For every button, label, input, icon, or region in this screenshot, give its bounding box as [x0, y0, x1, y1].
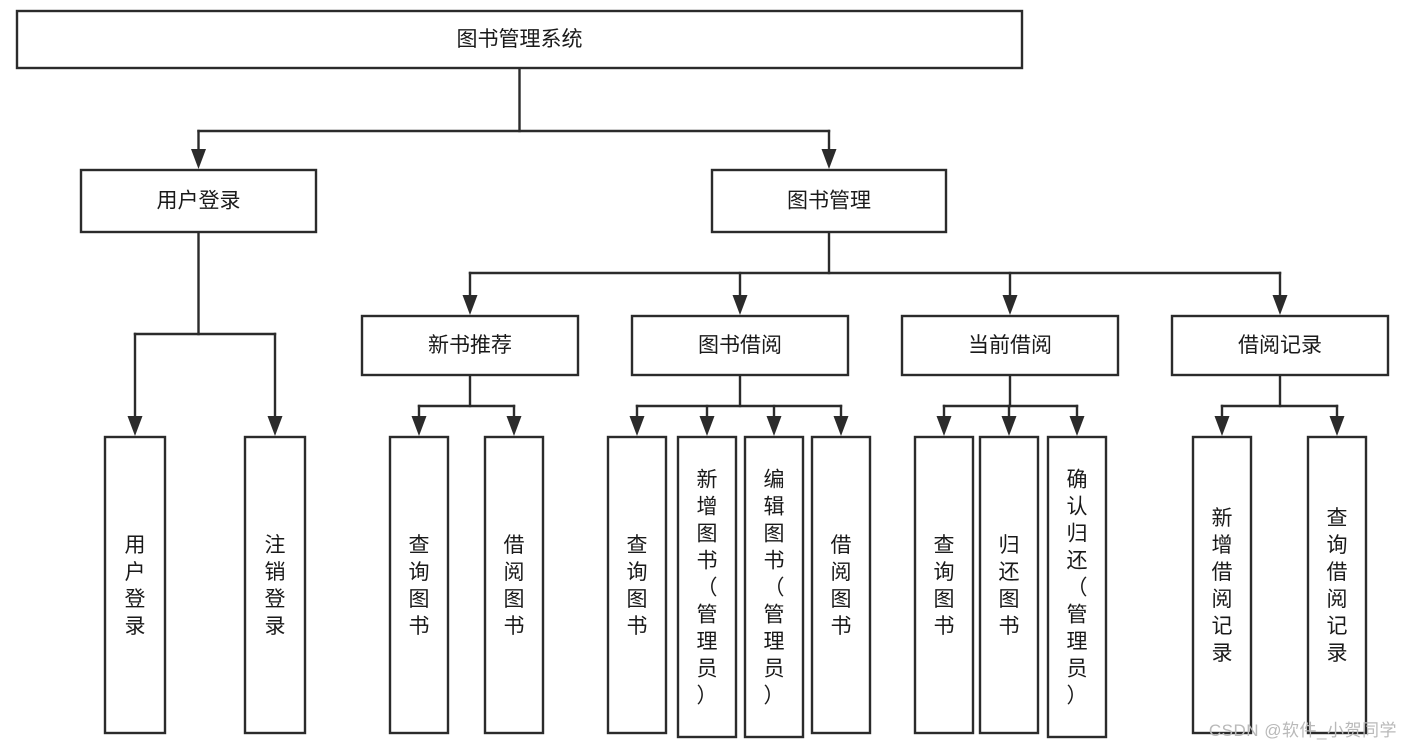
arrow-head-icon: [732, 295, 748, 315]
arrow-head-icon: [411, 416, 427, 436]
node-current-borrow[interactable]: 当前借阅: [900, 314, 1120, 377]
node-book-manage[interactable]: 图书管理: [710, 168, 948, 234]
node-box-new-book-recommend[interactable]: [360, 314, 580, 377]
arrow-head-icon: [1214, 416, 1230, 436]
arrow-head-icon: [1002, 295, 1018, 315]
arrow-head-icon: [127, 416, 143, 436]
node-book-borrow[interactable]: 图书借阅: [630, 314, 850, 377]
connector-group-user-login: [127, 230, 283, 436]
node-box-leaf-user-login[interactable]: [103, 435, 167, 735]
arrow-head-icon: [191, 149, 206, 169]
node-label-book-borrow: 图书借阅: [698, 334, 782, 357]
arrow-head-icon: [1272, 295, 1288, 315]
node-label-current-borrow: 当前借阅: [968, 334, 1052, 357]
arrow-head-icon: [821, 149, 837, 169]
node-leaf-add-book[interactable]: 新增图书（管理员）: [676, 435, 738, 739]
node-user-login[interactable]: 用户登录: [79, 168, 318, 234]
node-leaf-add-record[interactable]: 新增借阅记录: [1191, 435, 1253, 735]
arrow-head-icon: [699, 416, 715, 436]
arrow-head-icon: [267, 416, 283, 436]
node-leaf-query-record[interactable]: 查询借阅记录: [1306, 435, 1368, 735]
node-box-leaf-edit-book[interactable]: [743, 435, 805, 739]
node-box-leaf-add-book[interactable]: [676, 435, 738, 739]
watermark: CSDN @软件_小贺同学: [1208, 721, 1397, 740]
node-label-book-manage: 图书管理: [787, 190, 871, 213]
node-label-new-book-recommend: 新书推荐: [428, 334, 512, 357]
connector-group-root: [191, 66, 837, 169]
node-box-user-login[interactable]: [79, 168, 318, 234]
connector-group-book-borrow: [629, 373, 849, 436]
node-box-root[interactable]: [15, 9, 1024, 70]
node-box-leaf-query-book-2[interactable]: [606, 435, 668, 735]
node-box-leaf-query-record[interactable]: [1306, 435, 1368, 735]
node-label-leaf-query-record: 查询借阅记录: [1327, 507, 1348, 665]
arrow-head-icon: [1069, 416, 1085, 436]
node-label-leaf-user-logout: 注销登录: [265, 534, 286, 638]
node-leaf-borrow-book-1[interactable]: 借阅图书: [483, 435, 545, 735]
node-leaf-user-login[interactable]: 用户登录: [103, 435, 167, 735]
node-label-leaf-return-book: 归还图书: [999, 534, 1020, 638]
arrow-head-icon: [1001, 416, 1017, 436]
node-box-leaf-add-record[interactable]: [1191, 435, 1253, 735]
connector-group-new-book-recommend: [411, 373, 522, 436]
node-leaf-edit-book[interactable]: 编辑图书（管理员）: [743, 435, 805, 739]
node-box-leaf-confirm-return[interactable]: [1046, 435, 1108, 739]
node-label-leaf-confirm-return: 确认归还（管理员）: [1067, 469, 1088, 708]
arrow-head-icon: [629, 416, 645, 436]
node-new-book-recommend[interactable]: 新书推荐: [360, 314, 580, 377]
node-box-leaf-query-book-3[interactable]: [913, 435, 975, 735]
node-box-borrow-record[interactable]: [1170, 314, 1390, 377]
node-box-leaf-query-book-1[interactable]: [388, 435, 450, 735]
node-borrow-record[interactable]: 借阅记录: [1170, 314, 1390, 377]
arrow-head-icon: [1329, 416, 1345, 436]
node-label-leaf-add-book: 新增图书（管理员）: [697, 469, 718, 708]
arrow-head-icon: [766, 416, 782, 436]
connector-group-borrow-record: [1214, 373, 1345, 436]
connector-group-current-borrow: [936, 373, 1085, 436]
node-box-book-manage[interactable]: [710, 168, 948, 234]
node-leaf-query-book-1[interactable]: 查询图书: [388, 435, 450, 735]
node-leaf-user-logout[interactable]: 注销登录: [243, 435, 307, 735]
node-box-leaf-borrow-book-1[interactable]: [483, 435, 545, 735]
node-leaf-return-book[interactable]: 归还图书: [978, 435, 1040, 735]
node-box-leaf-return-book[interactable]: [978, 435, 1040, 735]
node-root[interactable]: 图书管理系统: [15, 9, 1024, 70]
node-leaf-query-book-3[interactable]: 查询图书: [913, 435, 975, 735]
node-label-root: 图书管理系统: [457, 28, 583, 51]
node-label-leaf-user-login: 用户登录: [125, 534, 146, 638]
node-label-leaf-query-book-1: 查询图书: [409, 534, 430, 638]
node-label-leaf-query-book-3: 查询图书: [934, 534, 955, 638]
node-box-leaf-borrow-book-2[interactable]: [810, 435, 872, 735]
node-label-leaf-query-book-2: 查询图书: [627, 534, 648, 638]
node-box-book-borrow[interactable]: [630, 314, 850, 377]
arrow-head-icon: [936, 416, 952, 436]
node-label-user-login: 用户登录: [157, 190, 241, 213]
node-leaf-query-book-2[interactable]: 查询图书: [606, 435, 668, 735]
connector-group-book-manage: [462, 230, 1288, 315]
node-label-borrow-record: 借阅记录: [1238, 334, 1322, 357]
node-box-current-borrow[interactable]: [900, 314, 1120, 377]
node-box-leaf-user-logout[interactable]: [243, 435, 307, 735]
node-label-leaf-borrow-book-2: 借阅图书: [831, 534, 852, 638]
arrow-head-icon: [833, 416, 849, 436]
node-label-leaf-edit-book: 编辑图书（管理员）: [764, 469, 785, 708]
node-label-leaf-add-record: 新增借阅记录: [1212, 507, 1233, 665]
arrow-head-icon: [462, 295, 478, 315]
arrow-head-icon: [506, 416, 522, 436]
node-leaf-confirm-return[interactable]: 确认归还（管理员）: [1046, 435, 1108, 739]
node-leaf-borrow-book-2[interactable]: 借阅图书: [810, 435, 872, 735]
node-label-leaf-borrow-book-1: 借阅图书: [504, 534, 525, 638]
